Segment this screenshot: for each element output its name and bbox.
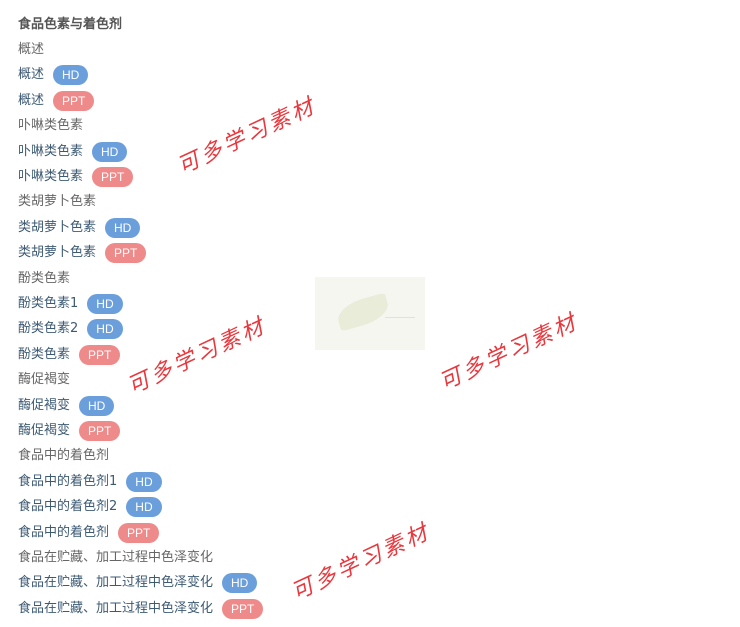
section-heading: 食品在贮藏、加工过程中色泽变化: [18, 545, 263, 570]
list-item: 类胡萝卜色素 HD: [18, 215, 263, 240]
hd-badge-button[interactable]: HD: [87, 293, 123, 314]
item-link[interactable]: 食品中的着色剂: [18, 524, 110, 540]
section-heading: 类胡萝卜色素: [18, 190, 263, 215]
hd-badge-button[interactable]: HD: [53, 65, 89, 86]
item-link[interactable]: 概述: [18, 67, 45, 83]
list-item: 酚类色素1 HD: [18, 291, 263, 316]
section-heading: 食品中的着色剂: [18, 444, 263, 469]
section-label: 酶促褐变: [18, 372, 71, 388]
hd-badge-button[interactable]: HD: [87, 319, 123, 340]
hd-badge-button[interactable]: HD: [222, 573, 258, 594]
hd-badge-button[interactable]: HD: [79, 395, 115, 416]
item-link[interactable]: 类胡萝卜色素: [18, 245, 97, 261]
list-item: 酶促褐变 PPT: [18, 418, 263, 443]
list-item: 食品在贮藏、加工过程中色泽变化 PPT: [18, 596, 264, 621]
item-link[interactable]: 酚类色素2: [18, 321, 79, 337]
item-link[interactable]: 食品中的着色剂1: [18, 473, 118, 489]
item-link[interactable]: 食品在贮藏、加工过程中色泽变化: [18, 575, 214, 591]
item-link[interactable]: 类胡萝卜色素: [18, 219, 97, 235]
section-label: 类胡萝卜色素: [18, 194, 97, 210]
list-item: 酚类色素2 HD: [18, 317, 263, 342]
hd-badge-button[interactable]: HD: [105, 217, 141, 238]
watermark: 可多学习素材: [435, 309, 583, 396]
list-item: 概述 PPT: [18, 88, 263, 113]
list-item: 食品中的着色剂 PPT: [18, 520, 263, 545]
ppt-badge-button[interactable]: PPT: [79, 344, 121, 365]
section-heading: 酶促褐变: [18, 367, 263, 392]
section-heading: 酚类色素: [18, 266, 263, 291]
hd-badge-button[interactable]: HD: [126, 497, 162, 518]
list-item: 概述 HD: [18, 63, 263, 88]
list-item: 酶促褐变 HD: [18, 393, 263, 418]
section-label: 酚类色素: [18, 270, 71, 286]
ppt-badge-button[interactable]: PPT: [79, 420, 121, 441]
list-item: 食品中的着色剂1 HD: [18, 469, 263, 494]
item-link[interactable]: 概述: [18, 92, 45, 108]
section-heading: 概述: [18, 37, 263, 62]
list-item: 类胡萝卜色素 PPT: [18, 241, 263, 266]
leaf-image: [315, 277, 425, 350]
section-label: 概述: [18, 42, 45, 58]
section-label: 食品在贮藏、加工过程中色泽变化: [18, 549, 214, 565]
section-label: 食品中的着色剂: [18, 448, 110, 464]
item-link[interactable]: 卟啉类色素: [18, 169, 84, 185]
item-link[interactable]: 食品中的着色剂2: [18, 499, 118, 515]
section-label: 卟啉类色素: [18, 118, 84, 134]
item-link[interactable]: 酚类色素: [18, 346, 71, 362]
item-link[interactable]: 酶促褐变: [18, 397, 71, 413]
list-item: 卟啉类色素 HD: [18, 139, 263, 164]
item-link[interactable]: 食品在贮藏、加工过程中色泽变化: [18, 600, 214, 616]
item-link[interactable]: 酚类色素1: [18, 295, 79, 311]
watermark: 可多学习素材: [287, 519, 435, 606]
ppt-badge-button[interactable]: PPT: [222, 598, 264, 619]
ppt-badge-button[interactable]: PPT: [105, 243, 147, 264]
page-title: 食品色素与着色剂: [18, 16, 123, 32]
section-heading: 卟啉类色素: [18, 114, 263, 139]
ppt-badge-button[interactable]: PPT: [118, 522, 160, 543]
item-link[interactable]: 卟啉类色素: [18, 143, 84, 159]
item-link[interactable]: 酶促褐变: [18, 422, 71, 438]
ppt-badge-button[interactable]: PPT: [92, 167, 134, 188]
list-item: 食品在贮藏、加工过程中色泽变化 HD: [18, 571, 263, 596]
hd-badge-button[interactable]: HD: [92, 141, 128, 162]
ppt-badge-button[interactable]: PPT: [53, 90, 95, 111]
list-item: 卟啉类色素 PPT: [18, 164, 263, 189]
list-item: 食品中的着色剂2 HD: [18, 494, 263, 519]
hd-badge-button[interactable]: HD: [126, 471, 162, 492]
list-item: 酚类色素 PPT: [18, 342, 263, 367]
